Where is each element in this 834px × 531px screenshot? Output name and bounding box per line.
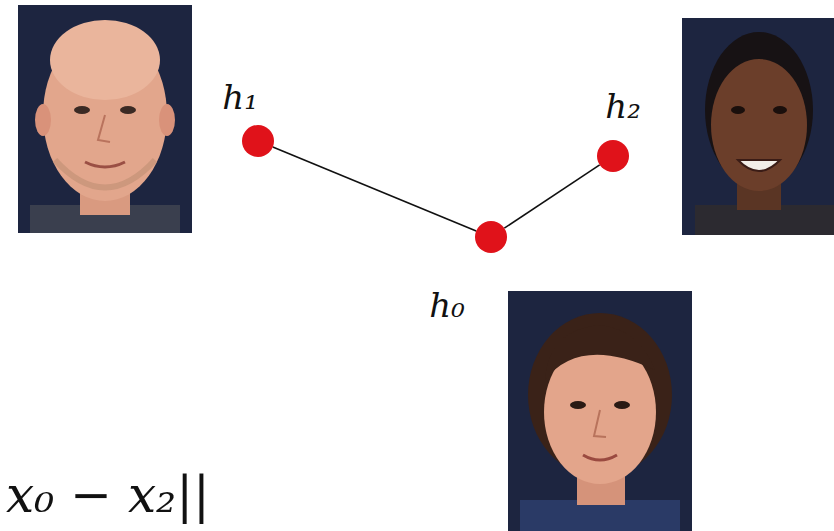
node-label: h₂ xyxy=(605,89,641,123)
node-label: h₁ xyxy=(222,80,258,114)
face-photo-left xyxy=(18,5,192,233)
node-dot: h₀ xyxy=(475,221,507,253)
face-photo-right xyxy=(682,18,834,235)
face-photo-bottom xyxy=(508,291,692,531)
node-label: h₀ xyxy=(429,288,465,322)
node-dot: h₂ xyxy=(597,140,629,172)
connector-line xyxy=(504,165,599,228)
connector-line xyxy=(273,147,476,231)
formula-text: x₀ − x₂|| xyxy=(6,470,210,520)
node-dot: h₁ xyxy=(242,125,274,157)
